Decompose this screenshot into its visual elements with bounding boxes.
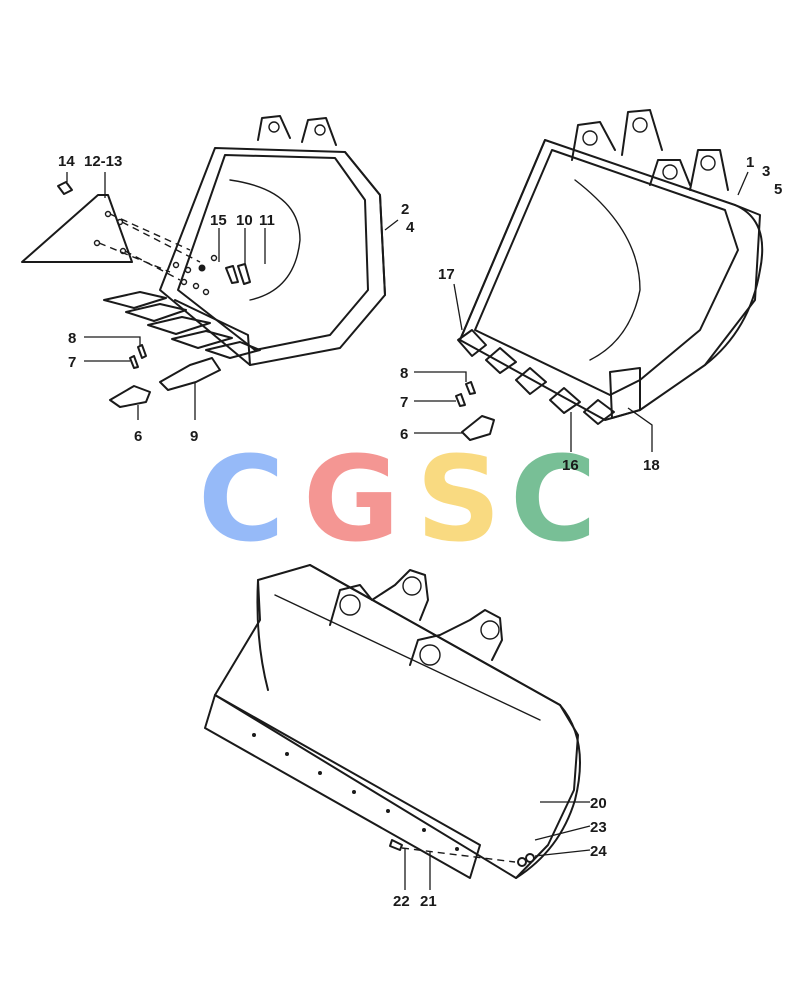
watermark-letter-g: G xyxy=(303,430,400,568)
callout-5: 5 xyxy=(774,181,782,198)
watermark-letter-c2: C xyxy=(510,430,597,568)
callout-7-bucket-b: 7 xyxy=(400,394,408,411)
callout-2: 2 xyxy=(401,201,409,218)
callout-7-bucket-a: 7 xyxy=(68,354,76,371)
callout-11: 11 xyxy=(259,212,275,229)
callout-24: 24 xyxy=(590,843,607,860)
loose-parts-b xyxy=(455,381,495,441)
callout-4: 4 xyxy=(406,219,415,236)
callout-3: 3 xyxy=(762,163,770,180)
callout-1: 1 xyxy=(746,154,754,171)
loose-parts-a xyxy=(109,344,221,408)
cgsc-watermark: C G S C xyxy=(198,430,597,568)
callout-labels: 14 12-13 15 10 11 2 4 8 7 6 9 1 3 5 17 8… xyxy=(58,153,782,910)
callout-8-bucket-b: 8 xyxy=(400,365,408,382)
callout-17: 17 xyxy=(438,266,455,283)
callout-22: 22 xyxy=(393,893,410,910)
callout-15: 15 xyxy=(210,212,227,229)
callout-14: 14 xyxy=(58,153,75,170)
side-cutter-plate xyxy=(21,181,201,281)
callout-6-bucket-a: 6 xyxy=(134,428,142,445)
callout-21: 21 xyxy=(420,893,437,910)
ditch-bucket-drawing xyxy=(204,564,581,879)
callout-6-bucket-b: 6 xyxy=(400,426,408,443)
callout-23: 23 xyxy=(590,819,607,836)
callout-9: 9 xyxy=(190,428,198,445)
bucket-b-drawing xyxy=(457,109,764,425)
callout-8-bucket-a: 8 xyxy=(68,330,76,347)
bucket-a-drawing xyxy=(103,115,386,366)
callout-12-13: 12-13 xyxy=(84,153,122,170)
watermark-letter-s: S xyxy=(416,430,501,568)
callout-18: 18 xyxy=(643,457,660,474)
watermark-letter-c1: C xyxy=(198,430,285,568)
leader-lines xyxy=(66,171,749,890)
callout-16: 16 xyxy=(562,457,579,474)
callout-20: 20 xyxy=(590,795,607,812)
callout-10: 10 xyxy=(236,212,253,229)
